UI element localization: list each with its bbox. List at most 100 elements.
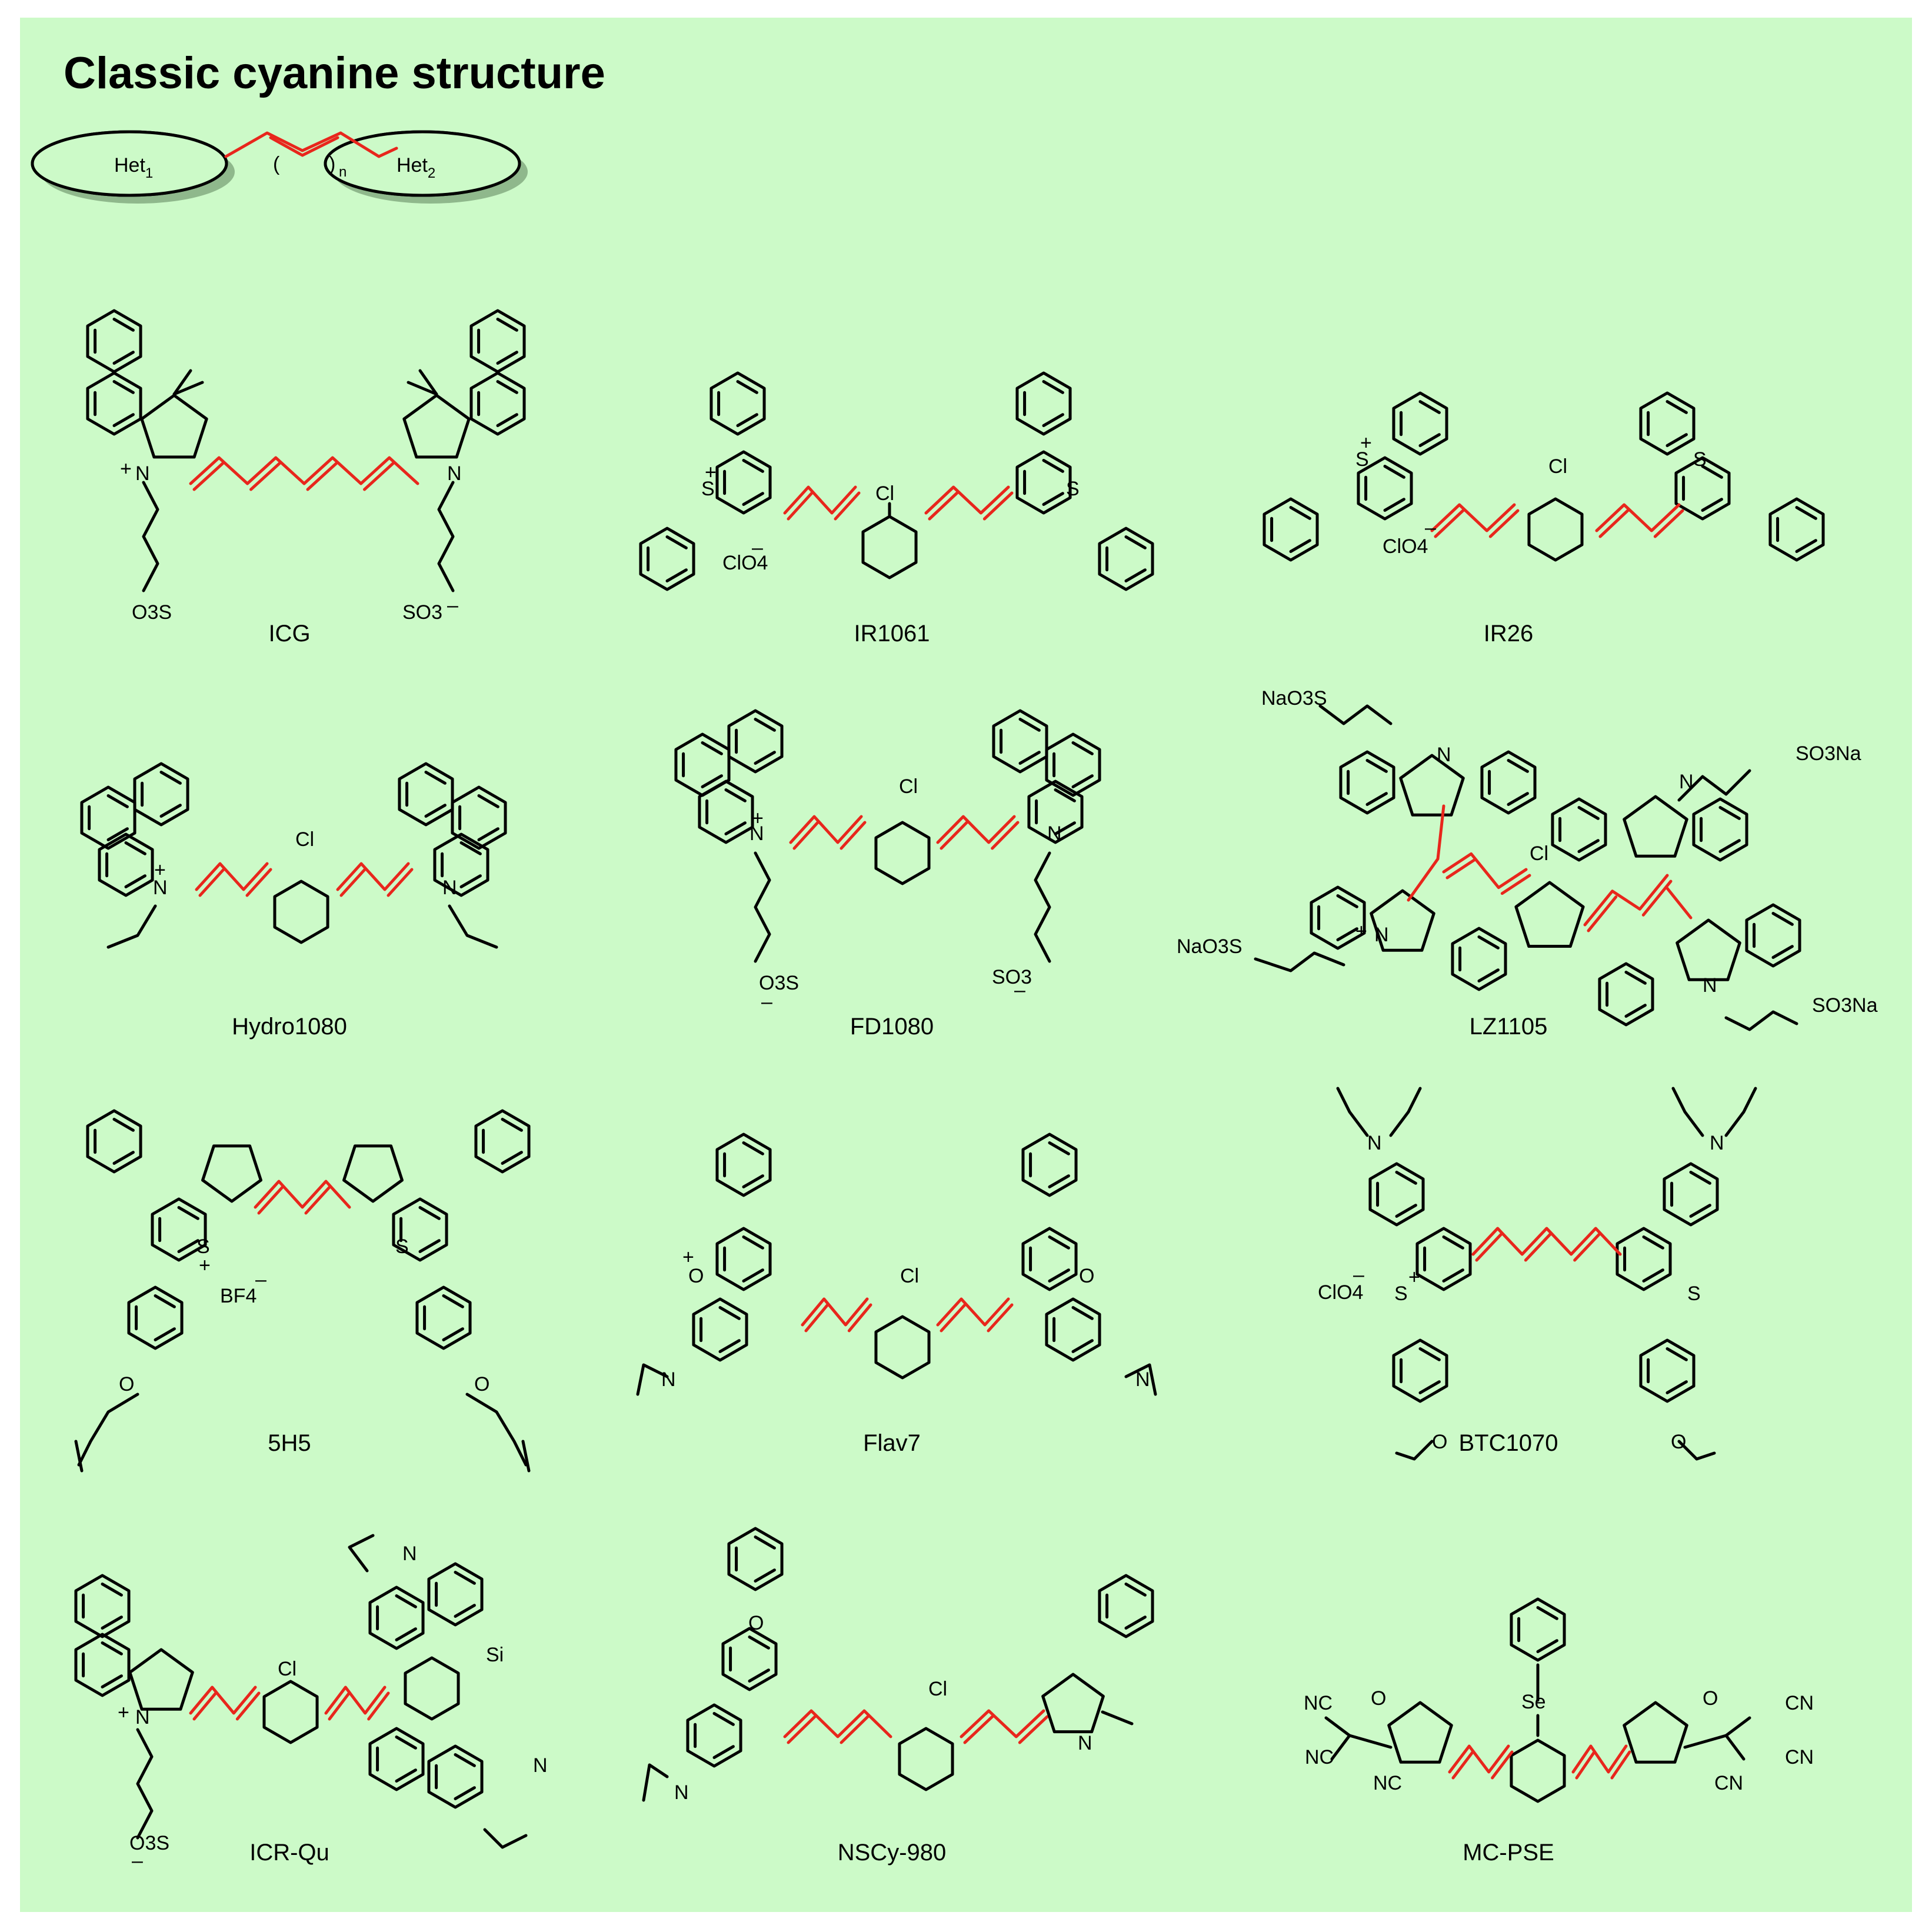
svg-text:–: – (447, 594, 458, 617)
molecule-ICR-Qu (74, 1534, 528, 1849)
n-subscript: n (339, 164, 347, 180)
svg-text:O3S: O3S (129, 1832, 169, 1854)
panel-background (20, 18, 1912, 1912)
svg-text:S: S (196, 1235, 210, 1258)
svg-text:+: + (752, 807, 764, 830)
svg-text:S: S (1394, 1283, 1408, 1305)
molecule-MC-PSE (1324, 1597, 1751, 1803)
svg-text:NaO3S: NaO3S (1177, 935, 1243, 958)
compound-label-FD1080: FD1080 (850, 1014, 934, 1040)
svg-text:NC: NC (1373, 1772, 1402, 1794)
compound-label-ICR-Qu: ICR-Qu (249, 1840, 329, 1866)
svg-text:ClO4: ClO4 (722, 552, 768, 574)
molecule-LZ1105 (1254, 704, 1801, 1031)
svg-text:(: ( (273, 153, 280, 175)
svg-text:Cl: Cl (1548, 455, 1567, 478)
svg-text:+: + (199, 1254, 211, 1277)
svg-text:CN: CN (1714, 1772, 1743, 1794)
svg-text:O: O (1671, 1431, 1686, 1453)
compound-label-Hydro1080: Hydro1080 (232, 1014, 347, 1040)
svg-text:N: N (1703, 974, 1717, 997)
svg-text:N: N (1710, 1132, 1724, 1154)
molecule-IR1061 (639, 371, 1154, 591)
svg-text:S: S (395, 1235, 409, 1258)
figure-title: Classic cyanine structure (64, 48, 605, 98)
svg-text:O3S: O3S (759, 972, 799, 994)
compound-label-Flav7: Flav7 (863, 1430, 921, 1456)
svg-text:N: N (750, 822, 764, 845)
molecule-ICG (86, 309, 526, 592)
svg-text:–: – (1014, 979, 1025, 1001)
compound-label-5H5: 5H5 (268, 1430, 311, 1456)
svg-text:–: – (1425, 517, 1436, 539)
svg-text:+: + (1355, 920, 1367, 942)
svg-text:+: + (1408, 1266, 1420, 1288)
svg-text:+: + (118, 1701, 129, 1724)
molecules-layer (74, 309, 1825, 1849)
compound-label-NSCy-980: NSCy-980 (838, 1840, 947, 1866)
svg-text:N: N (1679, 771, 1694, 793)
svg-text:–: – (752, 537, 763, 559)
svg-text:O: O (688, 1265, 704, 1287)
svg-text:N: N (533, 1754, 548, 1777)
svg-text:–: – (1353, 1264, 1364, 1286)
svg-text:Cl: Cl (899, 775, 918, 798)
compound-label-IR26: IR26 (1484, 621, 1534, 647)
svg-text:+: + (682, 1246, 694, 1268)
svg-text:Cl: Cl (295, 828, 314, 851)
figure-panel: Classic cyanine structure Het1 Het2 ( ) … (20, 18, 1912, 1912)
svg-text:): ) (329, 153, 335, 175)
svg-text:N: N (447, 462, 462, 485)
svg-text:N: N (674, 1781, 689, 1804)
svg-text:N: N (135, 1706, 150, 1728)
compound-label-IR1061: IR1061 (854, 621, 930, 647)
svg-text:Si: Si (486, 1644, 504, 1666)
general-cyanine-scheme: Het1 Het2 ( ) n (31, 130, 528, 204)
svg-text:N: N (661, 1368, 676, 1391)
svg-text:S: S (1693, 448, 1707, 471)
svg-text:ClO4: ClO4 (1383, 535, 1428, 558)
svg-text:S: S (1066, 478, 1080, 500)
compound-label-ICG: ICG (268, 621, 310, 647)
molecule-Flav7 (636, 1132, 1157, 1396)
svg-text:N: N (1374, 924, 1389, 946)
svg-text:Cl: Cl (928, 1678, 947, 1700)
svg-text:+: + (705, 461, 717, 484)
svg-text:CN: CN (1785, 1692, 1814, 1714)
molecule-IR26 (1263, 391, 1825, 562)
molecule-NSCy-980 (642, 1527, 1154, 1802)
svg-text:+: + (120, 458, 132, 480)
svg-text:N: N (402, 1543, 417, 1565)
svg-text:O: O (119, 1373, 134, 1395)
svg-text:SO3: SO3 (402, 601, 442, 624)
svg-text:N: N (1047, 822, 1062, 845)
molecule-BTC1070 (1336, 1087, 1757, 1461)
svg-text:+: + (1360, 432, 1372, 454)
svg-text:S: S (1687, 1283, 1701, 1305)
svg-text:O: O (474, 1373, 489, 1395)
svg-text:–: – (132, 1850, 143, 1872)
svg-text:N: N (442, 877, 457, 899)
svg-text:ClO4: ClO4 (1318, 1281, 1363, 1304)
svg-text:–: – (255, 1268, 267, 1291)
svg-text:N: N (1135, 1368, 1150, 1391)
svg-text:O: O (1703, 1687, 1718, 1710)
compound-label-BTC1070: BTC1070 (1459, 1430, 1558, 1456)
compound-label-MC-PSE: MC-PSE (1463, 1840, 1554, 1866)
svg-text:+: + (154, 859, 166, 881)
svg-text:SO3Na: SO3Na (1812, 994, 1878, 1017)
compound-label-LZ1105: LZ1105 (1470, 1014, 1548, 1040)
svg-text:NC: NC (1305, 1746, 1334, 1768)
svg-text:N: N (1367, 1132, 1382, 1154)
svg-text:N: N (1437, 744, 1451, 766)
het1-label: Het1 (114, 154, 153, 181)
svg-text:NC: NC (1304, 1692, 1333, 1714)
svg-text:N: N (1078, 1732, 1092, 1754)
svg-text:Cl: Cl (1530, 842, 1548, 865)
svg-text:BF4: BF4 (220, 1285, 257, 1307)
svg-text:CN: CN (1785, 1746, 1814, 1768)
svg-text:S: S (701, 478, 715, 500)
het2-label: Het2 (397, 154, 435, 181)
svg-text:SO3Na: SO3Na (1796, 742, 1861, 765)
molecule-FD1080 (674, 709, 1101, 963)
